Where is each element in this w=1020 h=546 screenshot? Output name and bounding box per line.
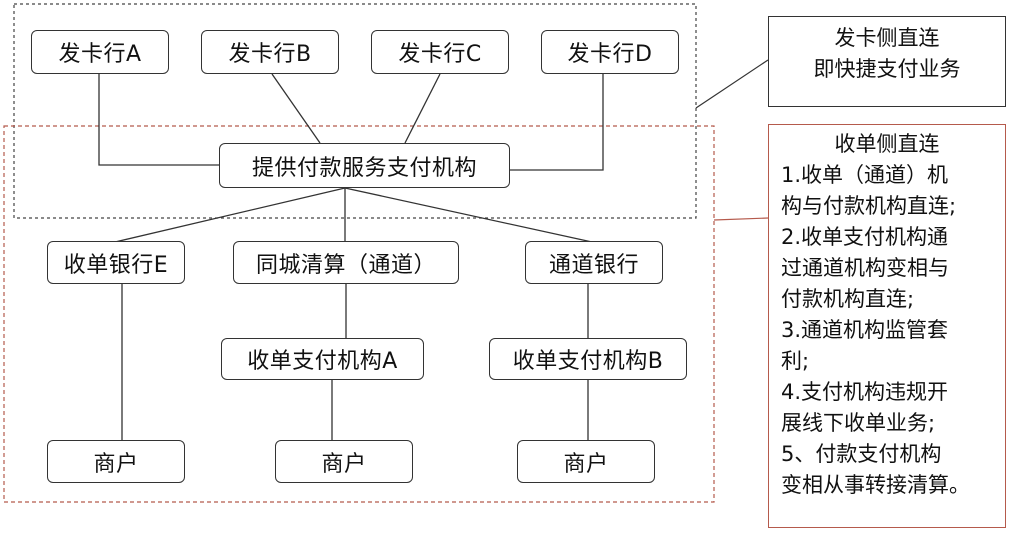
issuer-a-connector bbox=[98, 74, 220, 166]
merchant-label: 商户 bbox=[93, 451, 139, 477]
acquirer-note-line: 利; bbox=[781, 349, 810, 373]
acquirer-note-line: 5、付款支付机构 bbox=[781, 442, 942, 466]
acquirer-note-line: 过通道机构变相与 bbox=[781, 256, 949, 280]
issuer-side-region bbox=[13, 3, 697, 219]
hub-to-channel-bank-connector bbox=[344, 187, 593, 243]
channel-label: 通道银行 bbox=[548, 252, 639, 278]
payment-institution-label: 提供付款服务支付机构 bbox=[251, 155, 477, 181]
acquiring-bank-e-box: 收单银行E bbox=[47, 241, 185, 284]
issuer-b-connector bbox=[271, 73, 321, 144]
issuer-label: 发卡行C bbox=[398, 42, 482, 67]
issuer-note-line: 即快捷支付业务 bbox=[813, 57, 961, 81]
merchant-label: 商户 bbox=[563, 451, 609, 477]
issuer-note-connector bbox=[695, 59, 769, 109]
acquiring-institution-a-box: 收单支付机构A bbox=[221, 338, 424, 380]
acquirer-note-line: 2.收单支付机构通 bbox=[781, 225, 949, 249]
issuer-bank-a-box: 发卡行A bbox=[31, 30, 169, 74]
acquirer-label: 收单支付机构A bbox=[247, 349, 398, 374]
acquirer-note-line: 构与付款机构直连; bbox=[781, 194, 957, 218]
acquirer-side-region bbox=[3, 125, 715, 503]
issuer-label: 发卡行D bbox=[567, 42, 653, 67]
acquirer-note-line: 变相从事转接清算。 bbox=[781, 473, 970, 497]
issuer-bank-c-box: 发卡行C bbox=[371, 30, 509, 74]
acquirer-note-line: 付款机构直连; bbox=[781, 287, 915, 311]
issuer-label: 发卡行A bbox=[58, 42, 142, 67]
acquirer-note-line: 展线下收单业务; bbox=[781, 411, 936, 435]
merchant-box: 商户 bbox=[47, 440, 185, 483]
acquirer-label: 收单支付机构B bbox=[512, 349, 664, 374]
issuer-side-note: 发卡侧直连 即快捷支付业务 bbox=[768, 16, 1006, 107]
acquiring-institution-b-box: 收单支付机构B bbox=[489, 338, 687, 380]
issuer-c-connector bbox=[404, 73, 441, 144]
payment-institution-box: 提供付款服务支付机构 bbox=[219, 143, 510, 188]
merchant-box: 商户 bbox=[275, 440, 413, 483]
acquirer-note-connector bbox=[713, 217, 769, 221]
channel-label: 同城清算（通道） bbox=[255, 252, 436, 278]
issuer-note-line: 发卡侧直连 bbox=[834, 26, 940, 50]
acquirer-note-line: 3.通道机构监管套 bbox=[781, 318, 949, 342]
hub-to-channel-e-connector bbox=[114, 187, 346, 243]
issuer-bank-b-box: 发卡行B bbox=[201, 30, 339, 74]
acquirer-note-title: 收单侧直连 bbox=[834, 132, 940, 156]
merchant-box: 商户 bbox=[517, 440, 655, 483]
issuer-label: 发卡行B bbox=[228, 42, 312, 67]
merchant-label: 商户 bbox=[321, 451, 367, 477]
issuer-bank-d-box: 发卡行D bbox=[541, 30, 679, 74]
acquirer-note-line: 4.支付机构违规开 bbox=[781, 380, 949, 404]
channel-label: 收单银行E bbox=[63, 252, 169, 278]
channel-bank-box: 通道银行 bbox=[525, 241, 663, 284]
issuer-d-connector bbox=[510, 74, 604, 171]
acquirer-note-line: 1.收单（通道）机 bbox=[781, 163, 949, 187]
acquirer-side-note: 收单侧直连 1.收单（通道）机 构与付款机构直连; 2.收单支付机构通 过通道机… bbox=[768, 124, 1006, 528]
city-clearing-channel-box: 同城清算（通道） bbox=[233, 241, 459, 284]
